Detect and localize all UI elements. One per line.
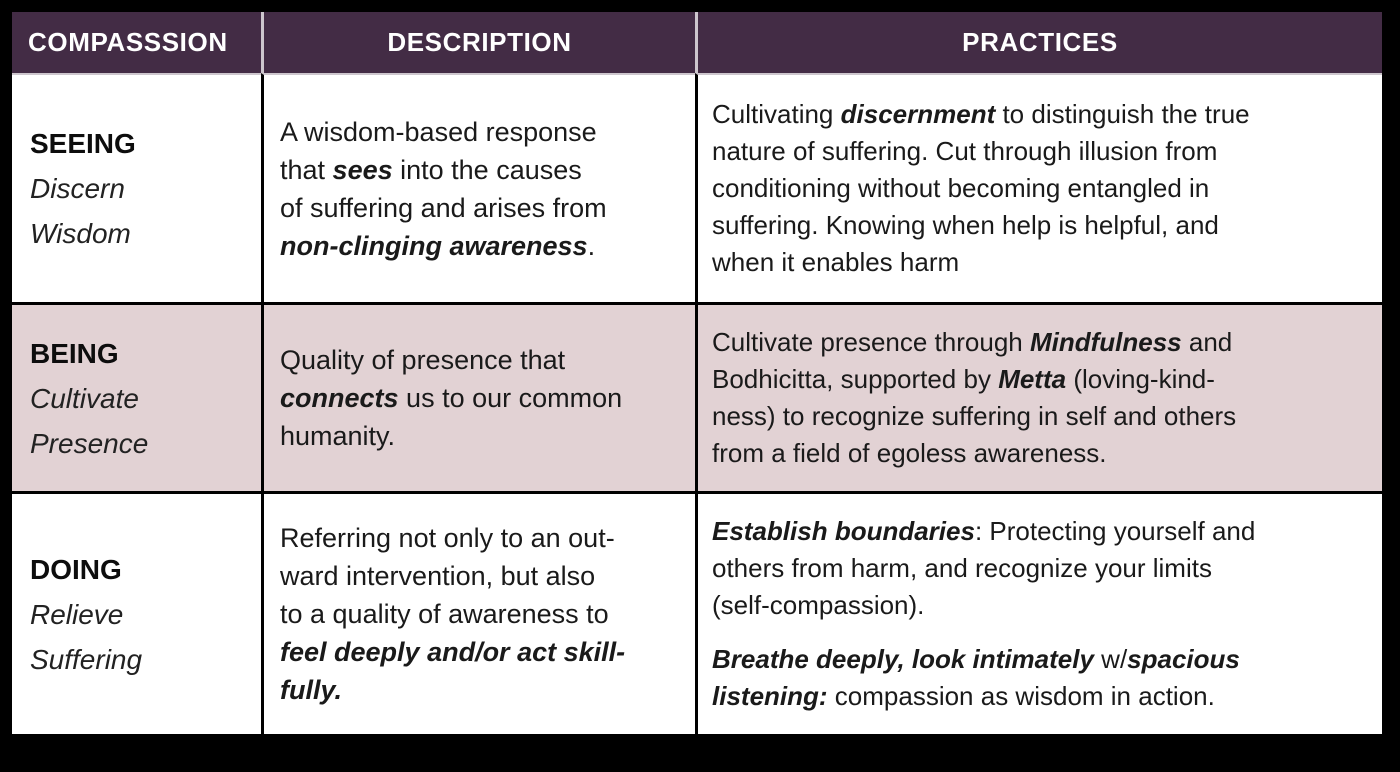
plain-text: suffering. Knowing when help is helpful,… — [712, 210, 1219, 240]
text-line: others from harm, and recognize your lim… — [712, 550, 1368, 587]
plain-text: compassion as wisdom in action. — [827, 681, 1215, 711]
emphasized-text: Breathe deeply, look intimately — [712, 644, 1094, 674]
paragraph: Breathe deeply, look intimately w/spacio… — [712, 641, 1368, 715]
text-line: fully. — [280, 671, 679, 709]
practices-being: Cultivate presence through Mindfulness a… — [695, 302, 1382, 491]
plain-text: . — [587, 230, 596, 261]
compassion-table: COMPASSSION DESCRIPTION PRACTICES SEEING… — [12, 12, 1382, 734]
plain-text: ness) to recognize suffering in self and… — [712, 401, 1237, 431]
plain-text: humanity. — [280, 421, 396, 451]
plain-text: and — [1181, 327, 1233, 357]
row-subtitle-line: Discern — [30, 173, 125, 204]
text-line: Quality of presence that — [280, 341, 679, 379]
row-label-being: BEING Cultivate Presence — [12, 302, 261, 491]
text-line: (self-compassion). — [712, 587, 1368, 624]
paragraph: Referring not only to an out-ward interv… — [280, 519, 679, 709]
emphasized-text: Metta — [998, 364, 1067, 394]
row-subtitle-line: Wisdom — [30, 218, 131, 249]
paragraph: A wisdom-based response that sees into th… — [280, 113, 679, 265]
text-line: to a quality of awareness to — [280, 595, 679, 633]
text-line: that sees into the causes — [280, 151, 679, 189]
paragraph: Establish boundaries: Protecting yoursel… — [712, 513, 1368, 624]
row-name: SEEING — [30, 128, 136, 159]
text-line: non-clinging awareness. — [280, 227, 679, 265]
row-name: BEING — [30, 337, 119, 369]
description-doing: Referring not only to an out-ward interv… — [261, 491, 695, 734]
plain-text: w/ — [1093, 644, 1128, 674]
plain-text: nature of suffering. Cut through illusio… — [712, 136, 1218, 166]
plain-text: (self-compassion). — [712, 590, 925, 620]
text-line: Referring not only to an out- — [280, 519, 679, 557]
row-subtitle-line: Cultivate — [30, 382, 139, 414]
text-line: nature of suffering. Cut through illusio… — [712, 133, 1368, 170]
plain-text: ward intervention, but also — [280, 561, 596, 591]
row-subtitle-line: Relieve — [30, 598, 124, 630]
plain-text: from a field of egoless awareness. — [712, 438, 1107, 468]
row-label-seeing: SEEING Discern Wisdom — [12, 73, 261, 302]
text-line: Breathe deeply, look intimately w/spacio… — [712, 641, 1368, 678]
emphasized-text: fully. — [280, 675, 343, 705]
header-compassion: COMPASSSION — [12, 12, 261, 73]
plain-text: : Protecting yourself and — [974, 516, 1256, 546]
emphasized-text: non-clinging awareness — [280, 230, 588, 261]
practices-seeing: Cultivating discernment to distinguish t… — [695, 73, 1382, 302]
plain-text: Referring not only to an out- — [280, 523, 615, 553]
text-line: suffering. Knowing when help is helpful,… — [712, 207, 1368, 244]
text-line: ness) to recognize suffering in self and… — [712, 398, 1368, 435]
paragraph: Cultivate presence through Mindfulness a… — [712, 324, 1368, 472]
emphasized-text: connects — [280, 383, 399, 413]
plain-text: that — [280, 154, 333, 185]
text-line: connects us to our common — [280, 379, 679, 417]
plain-text: Cultivate presence through — [712, 327, 1030, 357]
plain-text: Bodhicitta, supported by — [712, 364, 999, 394]
text-line: Cultivating discernment to distinguish t… — [712, 96, 1368, 133]
emphasized-text: spacious — [1127, 644, 1240, 674]
plain-text: when it enables harm — [712, 247, 960, 277]
text-line: when it enables harm — [712, 244, 1368, 281]
row-subtitle-line: Presence — [30, 427, 149, 459]
plain-text: conditioning without becoming entangled … — [712, 173, 1210, 203]
plain-text: (loving-kind- — [1066, 364, 1215, 394]
description-seeing: A wisdom-based response that sees into th… — [261, 73, 695, 302]
row-label-doing: DOING Relieve Suffering — [12, 491, 261, 734]
plain-text: of suffering and arises from — [280, 192, 607, 223]
text-line: humanity. — [280, 417, 679, 455]
plain-text: to a quality of awareness to — [280, 599, 609, 629]
text-line: Cultivate presence through Mindfulness a… — [712, 324, 1368, 361]
plain-text: to distinguish the true — [995, 99, 1250, 129]
description-being: Quality of presence that connects us to o… — [261, 302, 695, 491]
paragraph: Quality of presence that connects us to o… — [280, 341, 679, 455]
plain-text: Cultivating — [712, 99, 841, 129]
plain-text: A wisdom-based response — [280, 116, 597, 147]
emphasized-text: sees — [332, 154, 393, 185]
header-description: DESCRIPTION — [261, 12, 695, 73]
text-line: conditioning without becoming entangled … — [712, 170, 1368, 207]
emphasized-text: listening: — [712, 681, 828, 711]
emphasized-text: Establish boundaries — [712, 516, 975, 546]
text-line: listening: compassion as wisdom in actio… — [712, 678, 1368, 715]
text-line: A wisdom-based response — [280, 113, 679, 151]
emphasized-text: discernment — [840, 99, 996, 129]
plain-text: others from harm, and recognize your lim… — [712, 553, 1212, 583]
text-line: feel deeply and/or act skill- — [280, 633, 679, 671]
text-line: ward intervention, but also — [280, 557, 679, 595]
emphasized-text: feel deeply and/or act skill- — [280, 637, 626, 667]
text-line: Establish boundaries: Protecting yoursel… — [712, 513, 1368, 550]
emphasized-text: Mindfulness — [1029, 327, 1182, 357]
header-practices: PRACTICES — [695, 12, 1382, 73]
row-subtitle-line: Suffering — [30, 643, 143, 675]
plain-text: into the causes — [392, 154, 582, 185]
paragraph: Cultivating discernment to distinguish t… — [712, 96, 1368, 281]
text-line: of suffering and arises from — [280, 189, 679, 227]
text-line: from a field of egoless awareness. — [712, 435, 1368, 472]
text-line: Bodhicitta, supported by Metta (loving-k… — [712, 361, 1368, 398]
practices-doing: Establish boundaries: Protecting yoursel… — [695, 491, 1382, 734]
plain-text: us to our common — [398, 383, 623, 413]
plain-text: Quality of presence that — [280, 345, 566, 375]
row-name: DOING — [30, 553, 122, 585]
